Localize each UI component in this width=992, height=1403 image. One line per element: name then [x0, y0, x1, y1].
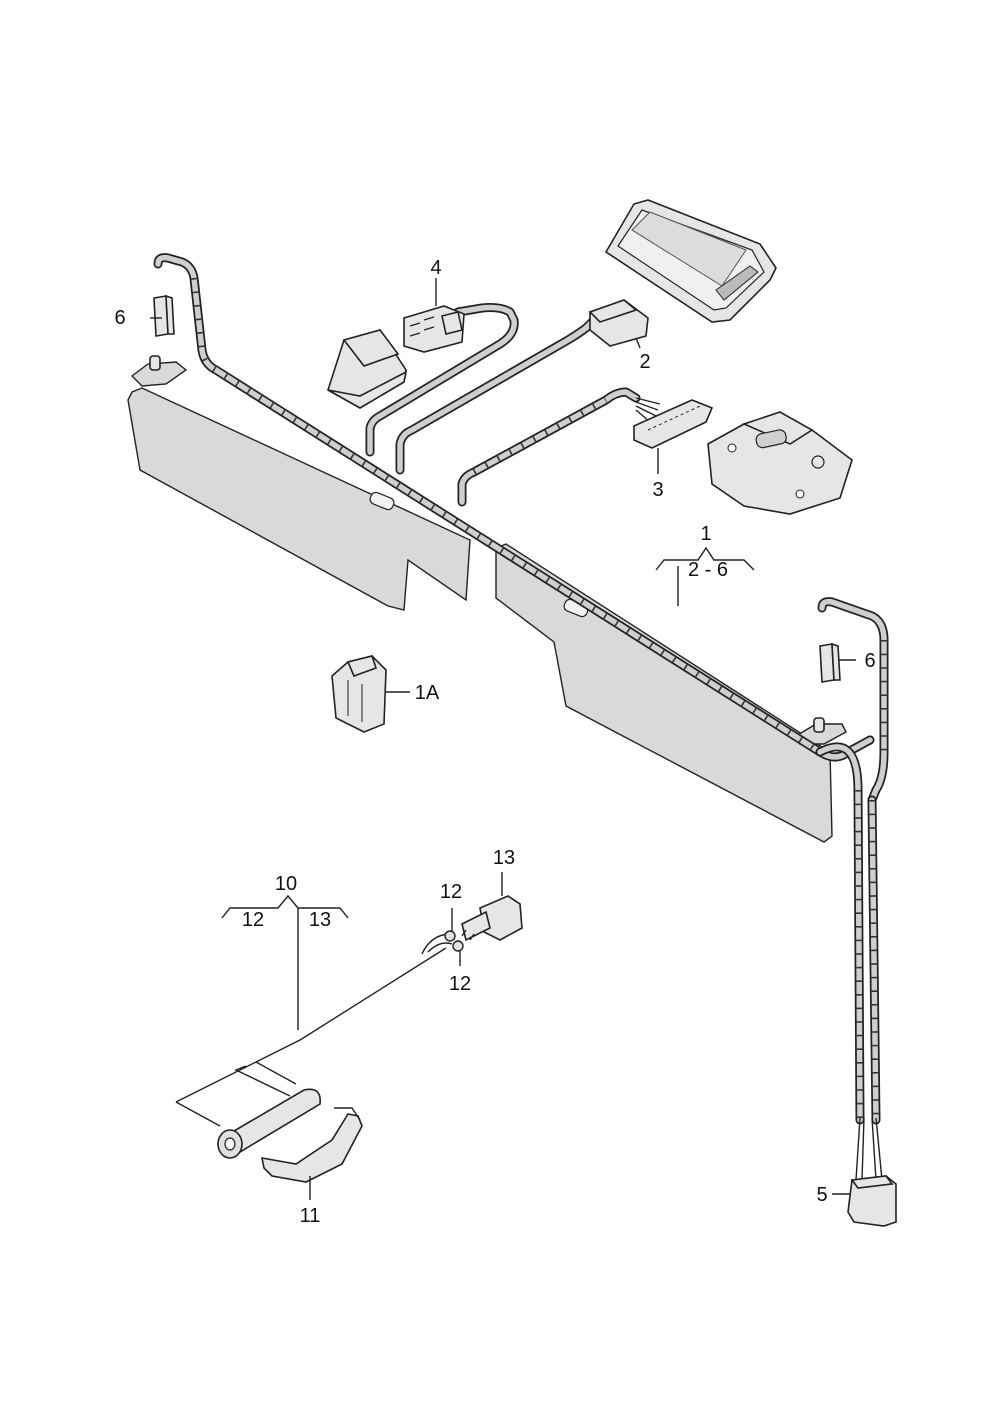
callout-2: 2 — [639, 351, 650, 373]
callout-1a: 1A — [415, 682, 440, 704]
motor-unit — [707, 411, 853, 515]
left-sun-visor — [127, 355, 471, 611]
callout-11: 11 — [300, 1205, 321, 1227]
clip-1a — [331, 655, 387, 733]
connector-3 — [633, 397, 714, 449]
right-sun-visor — [495, 543, 847, 843]
callout-labels: 4 2 3 6 6 1 2 - 6 1A 5 10 12 13 12 12 13… — [114, 257, 875, 1227]
callout-6-right: 6 — [864, 650, 875, 672]
callout-12-bottom: 12 — [449, 973, 471, 995]
callout-1: 1 — [700, 523, 711, 545]
callout-5: 5 — [816, 1184, 827, 1206]
callout-4: 4 — [430, 257, 441, 279]
callout-10: 10 — [275, 873, 297, 895]
connector-6-left — [153, 294, 175, 337]
cap-12 — [444, 930, 464, 952]
callout-10-left: 12 — [242, 909, 264, 931]
callout-12-top: 12 — [440, 881, 462, 903]
wiring-harness — [153, 253, 889, 1181]
tube-part — [217, 1088, 321, 1159]
leader-lines — [150, 278, 856, 1200]
dome-light — [604, 199, 777, 323]
callout-13: 13 — [493, 847, 515, 869]
callout-1-range: 2 - 6 — [688, 559, 728, 581]
connector-13 — [461, 895, 523, 942]
callout-10-right: 13 — [309, 909, 331, 931]
connector-5 — [847, 1175, 897, 1227]
connector-4 — [403, 305, 465, 353]
callout-6-left: 6 — [114, 307, 125, 329]
cable-10 — [175, 933, 453, 1127]
switch-block — [327, 329, 408, 409]
connector-6-right — [819, 642, 841, 683]
bracket-11 — [260, 1107, 363, 1183]
connector-2 — [588, 299, 649, 347]
callout-3: 3 — [652, 479, 663, 501]
